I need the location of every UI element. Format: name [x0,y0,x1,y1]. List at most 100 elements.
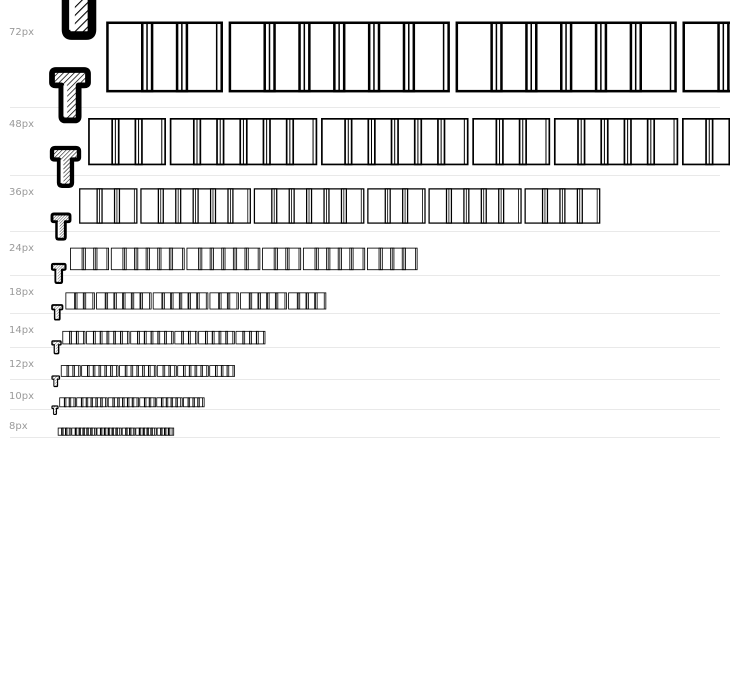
missing-glyph-box [239,117,271,166]
missing-glyph-box [255,330,266,345]
missing-glyph-box [79,427,85,436]
missing-glyph-box [472,117,504,166]
missing-glyph-box [168,427,175,436]
t-glyph [50,262,67,284]
missing-glyph-box [110,247,127,271]
missing-glyph-box [402,21,450,93]
missing-glyph-box [119,365,128,377]
missing-glyph-box [463,188,487,224]
missing-glyph-box [226,365,235,377]
missing-glyph-box [218,330,229,345]
missing-glyph-box [129,427,136,436]
missing-glyph-box [130,292,143,310]
missing-glyph-box [104,427,111,436]
missing-glyph-box [296,292,309,310]
missing-glyph-box [215,365,224,377]
missing-glyph-box [121,427,128,436]
missing-glyph-box [95,397,103,408]
size-label: 36px [9,187,34,198]
t-glyph [51,375,61,388]
missing-glyph-box [70,247,86,271]
missing-glyph-box [314,247,331,271]
missing-glyph-box [200,365,209,377]
missing-glyph-box [197,397,205,408]
missing-glyph-box [242,330,252,345]
row-divider [10,379,720,380]
missing-glyph-box [177,365,186,377]
missing-glyph-box [629,21,677,93]
t-glyph [50,212,72,241]
missing-glyph-box [122,292,135,310]
missing-glyph-box [262,247,278,271]
missing-glyph-box [122,247,139,271]
size-label: 18px [9,287,34,298]
missing-glyph-box [349,247,366,271]
missing-glyph-box [156,365,166,377]
missing-glyph-box [178,292,191,310]
missing-glyph-box [74,292,87,310]
missing-glyph-box [495,117,527,166]
missing-glyph-box [196,292,209,310]
missing-glyph-box [61,427,68,436]
missing-glyph-box [81,365,90,377]
missing-glyph-box [248,292,261,310]
missing-glyph-box [490,21,538,93]
missing-glyph-box [122,397,130,408]
missing-glyph-box [111,117,143,166]
row-divider [10,275,720,276]
missing-glyph-box [228,21,276,93]
t-glyph [49,67,91,124]
missing-glyph-box [524,188,549,224]
missing-glyph-box [149,397,157,408]
missing-glyph-box [518,117,551,166]
row-divider [10,107,720,108]
size-label: 10px [9,391,34,402]
missing-glyph-box [82,292,95,310]
missing-glyph-box [125,427,132,436]
missing-glyph-box [139,397,147,408]
row-divider [10,437,720,438]
missing-glyph-box [384,188,409,224]
missing-glyph-box [262,117,295,166]
missing-glyph-box [340,188,365,224]
missing-glyph-box [66,365,75,377]
size-label: 14px [9,325,34,336]
t-glyph [51,405,59,415]
missing-glyph-box [175,21,223,93]
missing-glyph-box [367,247,383,271]
size-label: 8px [9,421,28,432]
missing-glyph-box [705,117,730,166]
missing-glyph-box [455,21,503,93]
missing-glyph-box [143,427,149,436]
missing-glyph-box [143,330,154,345]
missing-glyph-box [75,427,81,436]
t-glyph [49,145,82,188]
missing-glyph-box [132,397,140,408]
missing-glyph-box [266,292,279,310]
missing-glyph-box [161,397,169,408]
missing-glyph-box [717,21,730,93]
missing-glyph-box [560,21,608,93]
missing-glyph-box [181,330,191,345]
missing-glyph-box [333,21,381,93]
missing-glyph-box [288,188,313,224]
missing-glyph-box [305,292,318,310]
missing-glyph-box [59,397,67,408]
missing-glyph-box [76,397,84,408]
missing-glyph-box [124,365,134,377]
missing-glyph-box [156,427,163,436]
missing-glyph-box [188,365,198,377]
size-label: 72px [9,27,34,38]
missing-glyph-box [174,330,184,345]
missing-glyph-box [337,247,354,271]
missing-glyph-box [306,188,330,224]
missing-glyph-box [225,330,235,345]
missing-glyph-box [86,330,96,345]
missing-glyph-box [367,21,416,93]
missing-glyph-box [194,365,203,377]
missing-glyph-box [120,330,130,345]
missing-glyph-box [96,427,103,436]
